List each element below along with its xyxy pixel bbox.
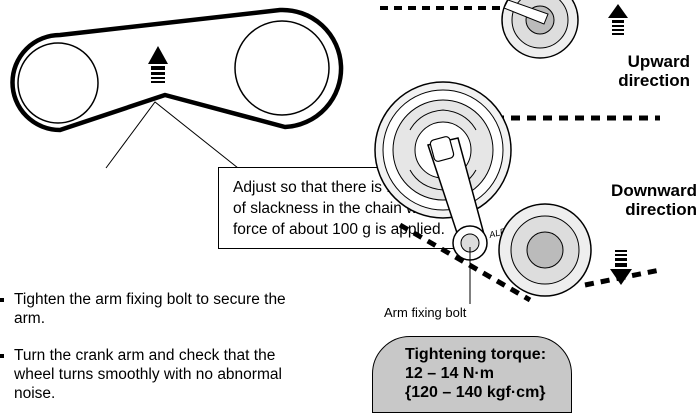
step-2-line-2: wheel turns smoothly with no abnormal (14, 366, 282, 383)
step-bullet (0, 298, 4, 302)
crank-arm-diagram: ALFINE (374, 0, 661, 304)
upward-label-line-2: direction (618, 71, 690, 90)
chain-outline (10, 7, 344, 133)
upward-label-line-1: Upward (627, 52, 690, 71)
callout-pointer (105, 101, 239, 169)
arm-fixing-bolt-label: Arm fixing bolt (384, 305, 467, 320)
upper-crank-assembly (380, 0, 579, 59)
step-1-line-1: Tighten the arm fixing bolt to secure th… (14, 291, 286, 308)
downward-direction-label: Downward direction (611, 181, 697, 219)
step-bullet (0, 354, 4, 358)
rear-sprocket-circle (17, 42, 99, 124)
torque-line-1: Tightening torque: (405, 346, 547, 363)
tightening-torque-box: Tightening torque: 12 – 14 N·m {120 – 14… (372, 336, 572, 413)
step-2-line-3: noise. (14, 385, 56, 402)
upward-direction-label: Upward direction (618, 52, 690, 90)
step-2-line-1: Turn the crank arm and check that the (14, 347, 276, 364)
callout-line-2: of slackness in the chain when a (233, 200, 457, 217)
up-arrow-icon (148, 46, 168, 83)
front-sprocket-circle (234, 20, 330, 116)
torque-line-3: {120 – 140 kgf·cm} (405, 384, 546, 401)
downward-label-line-2: direction (625, 200, 697, 219)
torque-line-2: 12 – 14 N·m (405, 365, 494, 382)
callout-line-3: force of about 100 g is applied. (233, 221, 445, 238)
downward-label-line-1: Downward (611, 181, 697, 200)
step-check-rotation: Turn the crank arm and check that the wh… (0, 346, 349, 403)
step-tighten-bolt: Tighten the arm fixing bolt to secure th… (0, 290, 349, 328)
upward-arrow-icon (608, 4, 628, 35)
chain-slack-diagram (10, 7, 344, 169)
lower-sprocket (498, 203, 592, 297)
downward-arrow-icon (610, 250, 632, 285)
step-1-line-2: arm. (14, 310, 45, 327)
